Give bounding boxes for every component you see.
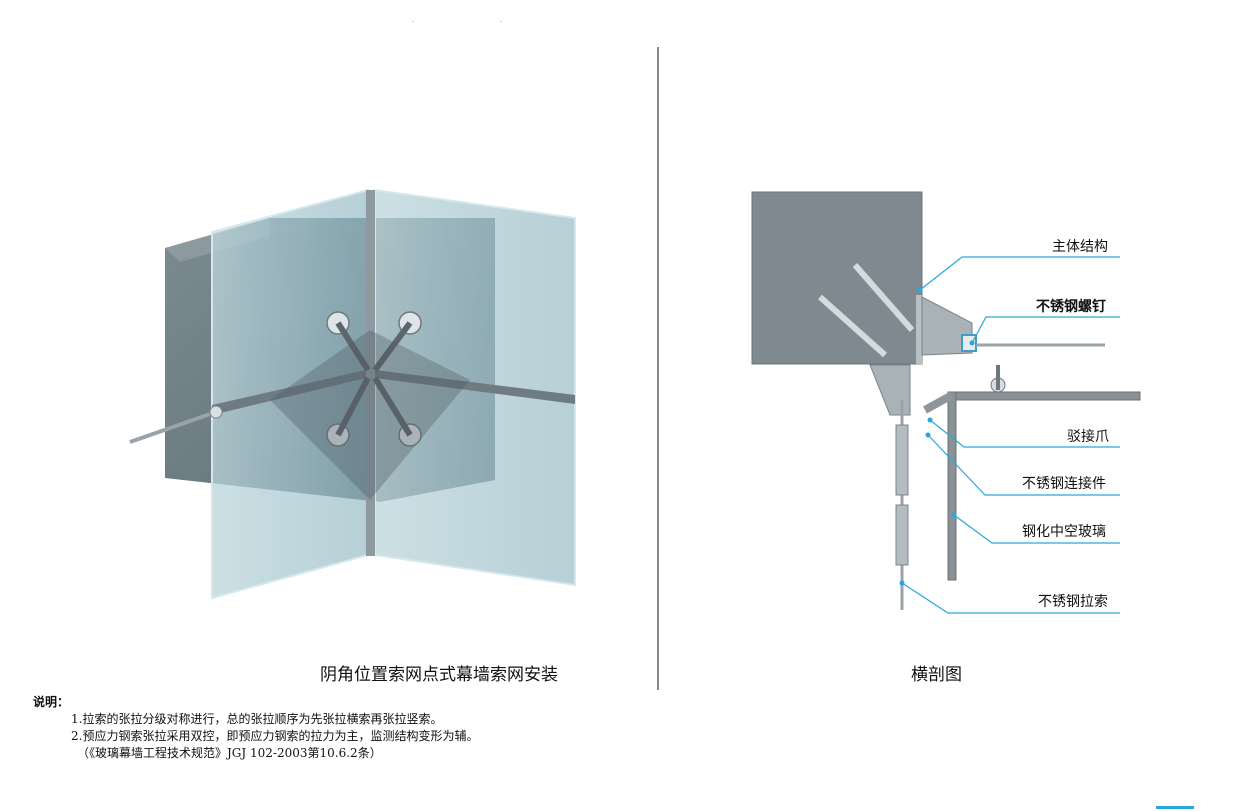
callout-spider-claw: 驳接爪 [1067,429,1109,445]
tension-cable [129,410,217,444]
note-item: 1.拉索的张拉分级对称进行，总的张拉顺序为先张拉横索再张拉竖索。 [71,712,443,726]
tiny-mark: · [500,19,502,26]
left-figure-caption: 阴角位置索网点式幕墙索网安装 [320,665,558,685]
callout-stainless-cable: 不锈钢拉索 [1038,594,1108,610]
accent-bar [1156,806,1194,809]
note-item: 2.预应力钢索张拉采用双控，即预应力钢索的拉力为主，监测结构变形为辅。 [71,729,479,743]
right-figure-caption: 横剖图 [911,665,962,685]
section-divider [657,47,659,690]
notes-heading: 说明： [33,695,70,709]
note-reference: （《玻璃幕墙工程技术规范》JGJ 102-2003第10.6.2条） [77,746,382,760]
callout-stainless-connector: 不锈钢连接件 [1022,476,1106,492]
notes-section: 说明： 1.拉索的张拉分级对称进行，总的张拉顺序为先张拉横索再张拉竖索。 2.预… [33,694,478,762]
callout-stainless-screw: 不锈钢螺钉 [1036,299,1106,315]
callout-tempered-glass: 钢化中空玻璃 [1022,524,1106,540]
insulated-glass-pane [947,391,1141,581]
cross-section-diagram [751,191,1141,614]
corner-curtain-wall-3d [129,188,576,600]
steel-bracket [921,296,973,356]
main-structure [752,192,922,364]
callout-main-structure: 主体结构 [1052,239,1108,255]
tiny-mark: · [412,19,414,26]
